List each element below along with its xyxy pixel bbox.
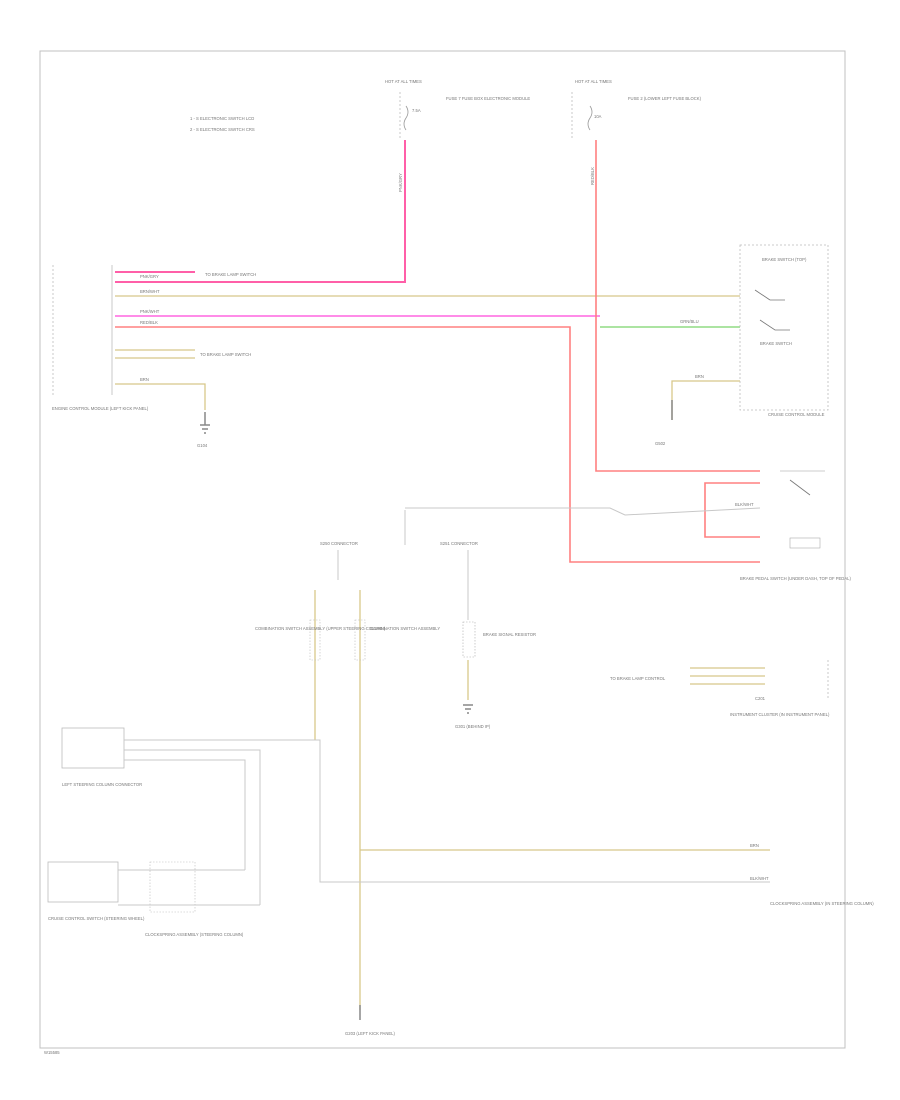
wire-code-w8: PNK/GRY [398, 173, 403, 192]
fuse-2-amp: 10A [594, 114, 602, 119]
switch-symbol-top [754, 289, 785, 301]
connector-c201-label: C201 [755, 696, 766, 701]
wire-red-module [115, 326, 760, 563]
ground-bottom-label: G203 (LEFT KICK PANEL) [345, 1031, 395, 1036]
cruise-control-module-box [739, 244, 829, 411]
ground-left-icon [200, 412, 210, 434]
splice-right-label: S251 CONNECTOR [440, 541, 478, 546]
wire-code-w5: RED/BLK [140, 320, 158, 325]
wire-code-w7: BLK/WHT [735, 502, 754, 507]
brake-pedal-switch-symbol [789, 479, 811, 496]
fuse-2-text: FUSE 2 (LOWER LEFT FUSE BLOCK) [628, 96, 702, 101]
legend-line-2: 2 - S ELECTRONIC SWITCH CRS [190, 127, 255, 132]
ground-brake-label: G502 [655, 441, 666, 446]
left-module-label: ENGINE CONTROL MODULE (LEFT KICK PANEL) [52, 406, 149, 411]
brake-pedal-connector [789, 537, 821, 549]
left-steering-connector-box [61, 727, 125, 769]
wire-red-fuse2 [595, 140, 760, 472]
fuse-1-header: HOT AT ALL TIMES [385, 79, 422, 84]
clockspring-box [149, 861, 196, 913]
fuse-1-amp: 7.5A [412, 108, 421, 113]
brake-resistor-label: BRAKE SIGNAL RESISTOR [483, 632, 536, 637]
to-lamp-ctrl-label: TO BRAKE LAMP CONTROL [610, 676, 666, 681]
diagram-frame [39, 50, 846, 1049]
right-clockspring-label: CLOCKSPRING ASSEMBLY (IN STEERING COLUMN… [770, 901, 874, 906]
brake-resistor-box [462, 621, 476, 658]
wire-code-w7b: BLK/WHT [750, 876, 769, 881]
wire-code-w6: BRN [140, 377, 149, 382]
wire-code-w6c: BRN [750, 843, 759, 848]
ground-mid-label: G301 (BEHIND IP) [455, 724, 491, 729]
wire-code-w5b: RED/BLK [590, 167, 595, 185]
fuse-1-symbol [403, 105, 409, 131]
wire-code-w1: PNK/GRY [140, 274, 159, 279]
wire-code-w3: BRN/WHT [140, 289, 160, 294]
wire-code-w6b: BRN [695, 374, 704, 379]
ground-left-label: G104 [197, 443, 208, 448]
fuse-1-text: FUSE 7 FUSE BOX ELECTRONIC MODULE [446, 96, 530, 101]
wire-pink-fuse1 [115, 140, 406, 283]
combination-switch-2-label: COMBINATION SWITCH ASSEMBLY [370, 626, 440, 631]
wire-code-w2: PNK/WHT [140, 309, 160, 314]
diagram-id: W15585 [44, 1050, 60, 1055]
wire-code-w4: GRN/BLU [680, 319, 699, 324]
brake-switch-label: BRAKE SWITCH [760, 341, 792, 346]
brake-pedal-label: BRAKE PEDAL SWITCH (UNDER DASH, TOP OF P… [740, 576, 851, 581]
cruise-switch-box [47, 861, 119, 903]
fuse-2-symbol [587, 105, 593, 131]
legend-line-1: 1 - S ELECTRONIC SWITCH LCD [190, 116, 254, 121]
cruise-module-label: CRUISE CONTROL MODULE [768, 412, 825, 417]
instrument-cluster-label: INSTRUMENT CLUSTER (IN INSTRUMENT PANEL) [730, 712, 830, 717]
ground-mid-icon [463, 704, 473, 714]
clockspring-label: CLOCKSPRING ASSEMBLY (STEERING COLUMN) [145, 932, 244, 937]
left-steering-connector-label: LEFT STEERING COLUMN CONNECTOR [62, 782, 142, 787]
fuse-2-header: HOT AT ALL TIMES [575, 79, 612, 84]
combination-switch-1-label: COMBINATION SWITCH ASSEMBLY (UPPER STEER… [255, 626, 386, 631]
to-brake-lamp-label: TO BRAKE LAMP SWITCH [205, 272, 256, 277]
module-stub-label: TO BRAKE LAMP SWITCH [200, 352, 251, 357]
brake-switch-top-label: BRAKE SWITCH (TOP) [762, 257, 807, 262]
cruise-switch-label: CRUISE CONTROL SWITCH (STEERING WHEEL) [48, 916, 145, 921]
splice-left-label: S250 CONNECTOR [320, 541, 358, 546]
